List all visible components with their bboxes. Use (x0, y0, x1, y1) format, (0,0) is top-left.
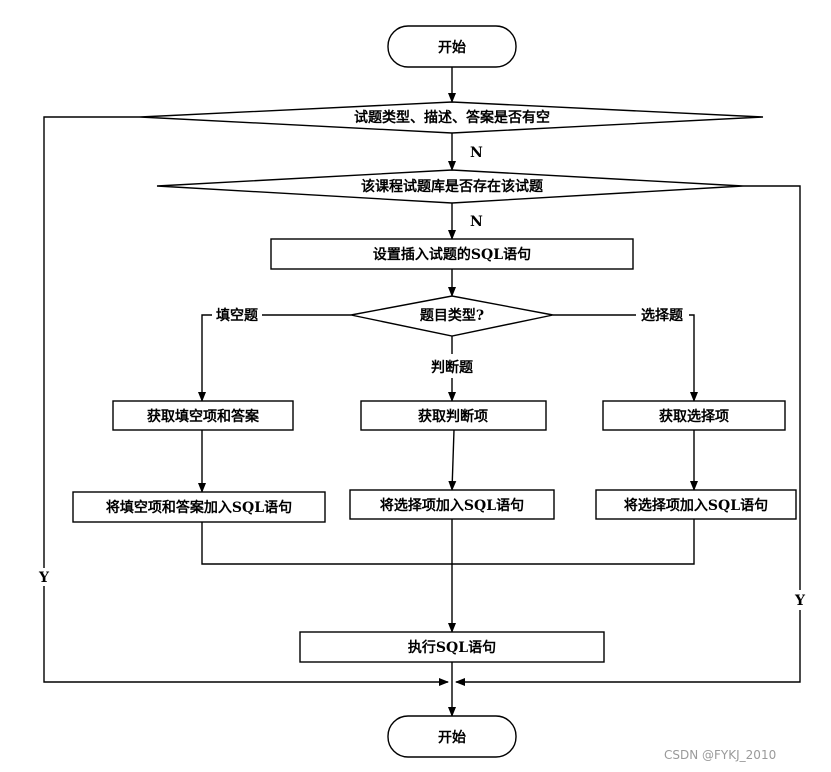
start-label: 开始 (438, 39, 466, 56)
get-fill-label: 获取填空项和答案 (147, 408, 260, 425)
end-label: 开始 (438, 729, 466, 746)
watermark: CSDN @FYKJ_2010 (664, 748, 777, 762)
edge-y-left-a (43, 116, 140, 568)
add-judge-node (349, 489, 555, 520)
get-choice-node (602, 400, 786, 431)
check-exists-decision (156, 169, 744, 204)
edge-y-right-b (455, 610, 801, 686)
add-fill-node (72, 491, 326, 523)
edge-get-judge-add-judge (448, 429, 457, 491)
end-node (387, 715, 517, 758)
edge-merge (201, 519, 695, 565)
edge-type-choice-b (689, 314, 698, 402)
add-choice-node (595, 489, 797, 520)
y-label-left: Y (38, 570, 50, 586)
type-decision (350, 295, 554, 337)
type-decision-label: 题目类型? (420, 307, 484, 324)
get-judge-node (360, 400, 547, 431)
check-exists-label: 该课程试题库是否存在该试题 (361, 178, 544, 195)
add-fill-label: 将填空项和答案加入SQL语句 (106, 499, 292, 516)
add-judge-label: 将选择项加入SQL语句 (380, 497, 524, 514)
n-label-2: N (470, 214, 483, 230)
judge-branch-label: 判断题 (431, 359, 474, 376)
edge-y-left-b (43, 586, 449, 686)
y-label-right: Y (794, 593, 806, 609)
get-judge-label: 获取判断项 (418, 408, 488, 425)
fill-branch-label: 填空题 (216, 307, 259, 324)
edge-type-fill-b (198, 314, 212, 402)
exec-sql-label: 执行SQL语句 (408, 639, 496, 656)
choice-branch-label: 选择题 (641, 307, 684, 324)
check-empty-decision (139, 101, 764, 134)
add-choice-label: 将选择项加入SQL语句 (624, 497, 768, 514)
edge-y-right-a (743, 185, 801, 590)
exec-sql-node (299, 631, 605, 663)
n-label-1: N (470, 145, 483, 161)
start-node (387, 25, 517, 68)
check-empty-label: 试题类型、描述、答案是否有空 (354, 109, 550, 126)
set-sql-node (270, 238, 634, 270)
get-choice-label: 获取选择项 (659, 408, 729, 425)
set-sql-label: 设置插入试题的SQL语句 (373, 246, 531, 263)
get-fill-node (112, 400, 294, 431)
